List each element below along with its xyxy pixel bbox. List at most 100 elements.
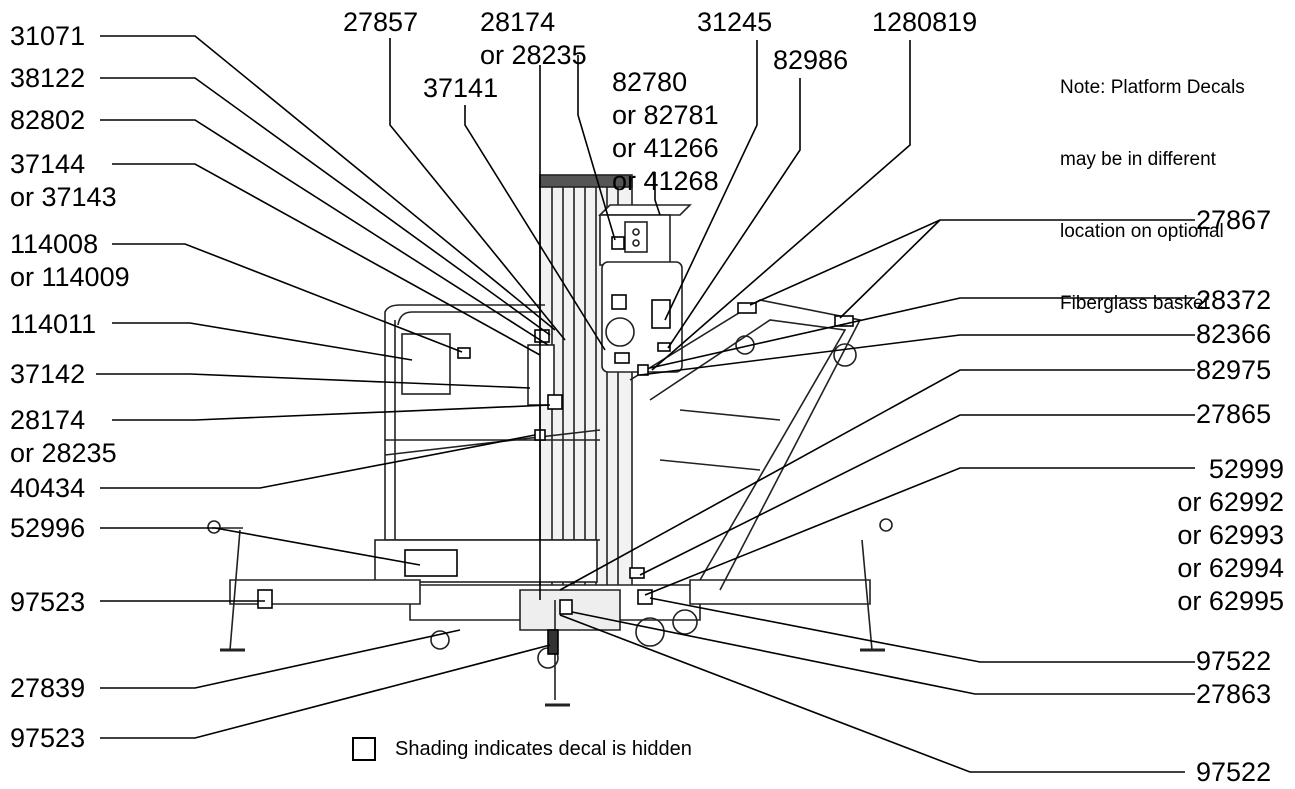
leader-line: [112, 243, 463, 353]
leader-line: [559, 614, 1185, 773]
leader-line: [100, 434, 536, 489]
decal-marker: [257, 589, 273, 609]
callout-line: 27865: [1196, 399, 1272, 429]
leader-line: [100, 35, 556, 331]
decal-marker: [547, 394, 563, 410]
transport-frame: [629, 299, 862, 591]
note-line: Fiberglass basket: [1060, 293, 1209, 314]
leader-line: [651, 40, 911, 371]
callout-97522-b: 97522: [1196, 756, 1271, 789]
decal-marker: [547, 629, 559, 655]
callout-82802: 82802: [10, 104, 85, 137]
callout-line: 1280819: [872, 7, 978, 37]
callout-line: 82986: [773, 45, 849, 75]
decal-marker: [651, 299, 671, 329]
wheel: [430, 630, 450, 650]
callout-82986: 82986: [773, 44, 848, 77]
leader-line: [112, 322, 413, 361]
callout-line: 52999: [1208, 454, 1284, 484]
callout-line: 97522: [1196, 757, 1272, 787]
decal-marker: [629, 567, 645, 579]
callout-line: 28174: [480, 7, 556, 37]
platform-decals-note: Note: Platform Decals may be in differen…: [1060, 28, 1245, 364]
callout-line: 37142: [10, 359, 86, 389]
callout-line: 28174: [10, 405, 86, 435]
callout-line: 114011: [10, 309, 97, 339]
callout-line: 38122: [10, 63, 86, 93]
callout-line: or 41266: [612, 133, 719, 163]
leader-line: [464, 105, 606, 351]
wheel: [672, 609, 698, 635]
leader-line: [100, 629, 461, 689]
decal-marker: [834, 315, 854, 327]
callout-line: or 82781: [612, 100, 719, 130]
leader-line: [839, 219, 941, 319]
callout-line: 82366: [1196, 319, 1272, 349]
callout-line: or 37143: [10, 182, 117, 212]
leader-line: [559, 369, 1195, 591]
callout-line: or 62993: [1177, 520, 1284, 550]
leader-line: [112, 404, 551, 421]
leader-line: [644, 467, 1195, 596]
decal-marker: [737, 302, 757, 314]
callout-line: or 62992: [1177, 487, 1284, 517]
callout-114011: 114011: [10, 308, 96, 341]
callout-line: 97522: [1196, 646, 1272, 676]
callout-line: 27839: [10, 673, 86, 703]
callout-line: 31071: [10, 21, 86, 51]
decal-marker: [457, 347, 471, 359]
leader-line: [96, 373, 531, 389]
control-box: [598, 204, 692, 216]
callout-line: or 62995: [1177, 586, 1284, 616]
wheel: [635, 617, 665, 647]
note-line: location on optional: [1060, 221, 1224, 242]
callout-line: 82780: [612, 67, 688, 97]
leader-line: [100, 527, 421, 566]
outriggers: [207, 518, 893, 707]
decal-marker: [611, 236, 625, 250]
leader-line: [664, 40, 758, 321]
callout-27839: 27839: [10, 672, 85, 705]
leader-line: [667, 78, 801, 349]
callout-line: 82802: [10, 105, 86, 135]
callout-line: 97523: [10, 723, 86, 753]
leader-line: [649, 297, 1195, 369]
note-line: Note: Platform Decals: [1060, 77, 1245, 98]
decal-marker: [637, 589, 653, 605]
legend-text: Shading indicates decal is hidden: [395, 738, 692, 760]
leader-line: [639, 414, 1195, 576]
callout-37141: 37141: [423, 72, 498, 105]
decal-marker: [614, 352, 630, 364]
note-line: may be in different: [1060, 149, 1216, 170]
leader-line: [571, 611, 1195, 695]
leader-line: [100, 77, 551, 336]
callout-28372: 28372: [1196, 284, 1271, 317]
callout-97522-a: 97522: [1196, 645, 1271, 678]
callout-27865: 27865: [1196, 398, 1271, 431]
callout-31245: 31245: [697, 6, 772, 39]
callout-1280819: 1280819: [872, 6, 977, 39]
callout-line: or 114009: [10, 262, 130, 292]
callout-line: 27857: [343, 7, 419, 37]
decal-marker: [611, 294, 627, 310]
leader-line: [649, 597, 1195, 663]
callout-82366: 82366: [1196, 318, 1271, 351]
callout-line: 97523: [10, 587, 86, 617]
callout-line: 27863: [1196, 679, 1272, 709]
callout-line: 52996: [10, 513, 86, 543]
leader-line: [112, 163, 541, 356]
callout-line: 40434: [10, 473, 86, 503]
callout-line: 114008: [10, 229, 99, 259]
callout-line: 37141: [423, 73, 499, 103]
callout-27867: 27867: [1196, 204, 1271, 237]
leader-line: [577, 55, 616, 241]
decal-marker: [559, 599, 573, 615]
